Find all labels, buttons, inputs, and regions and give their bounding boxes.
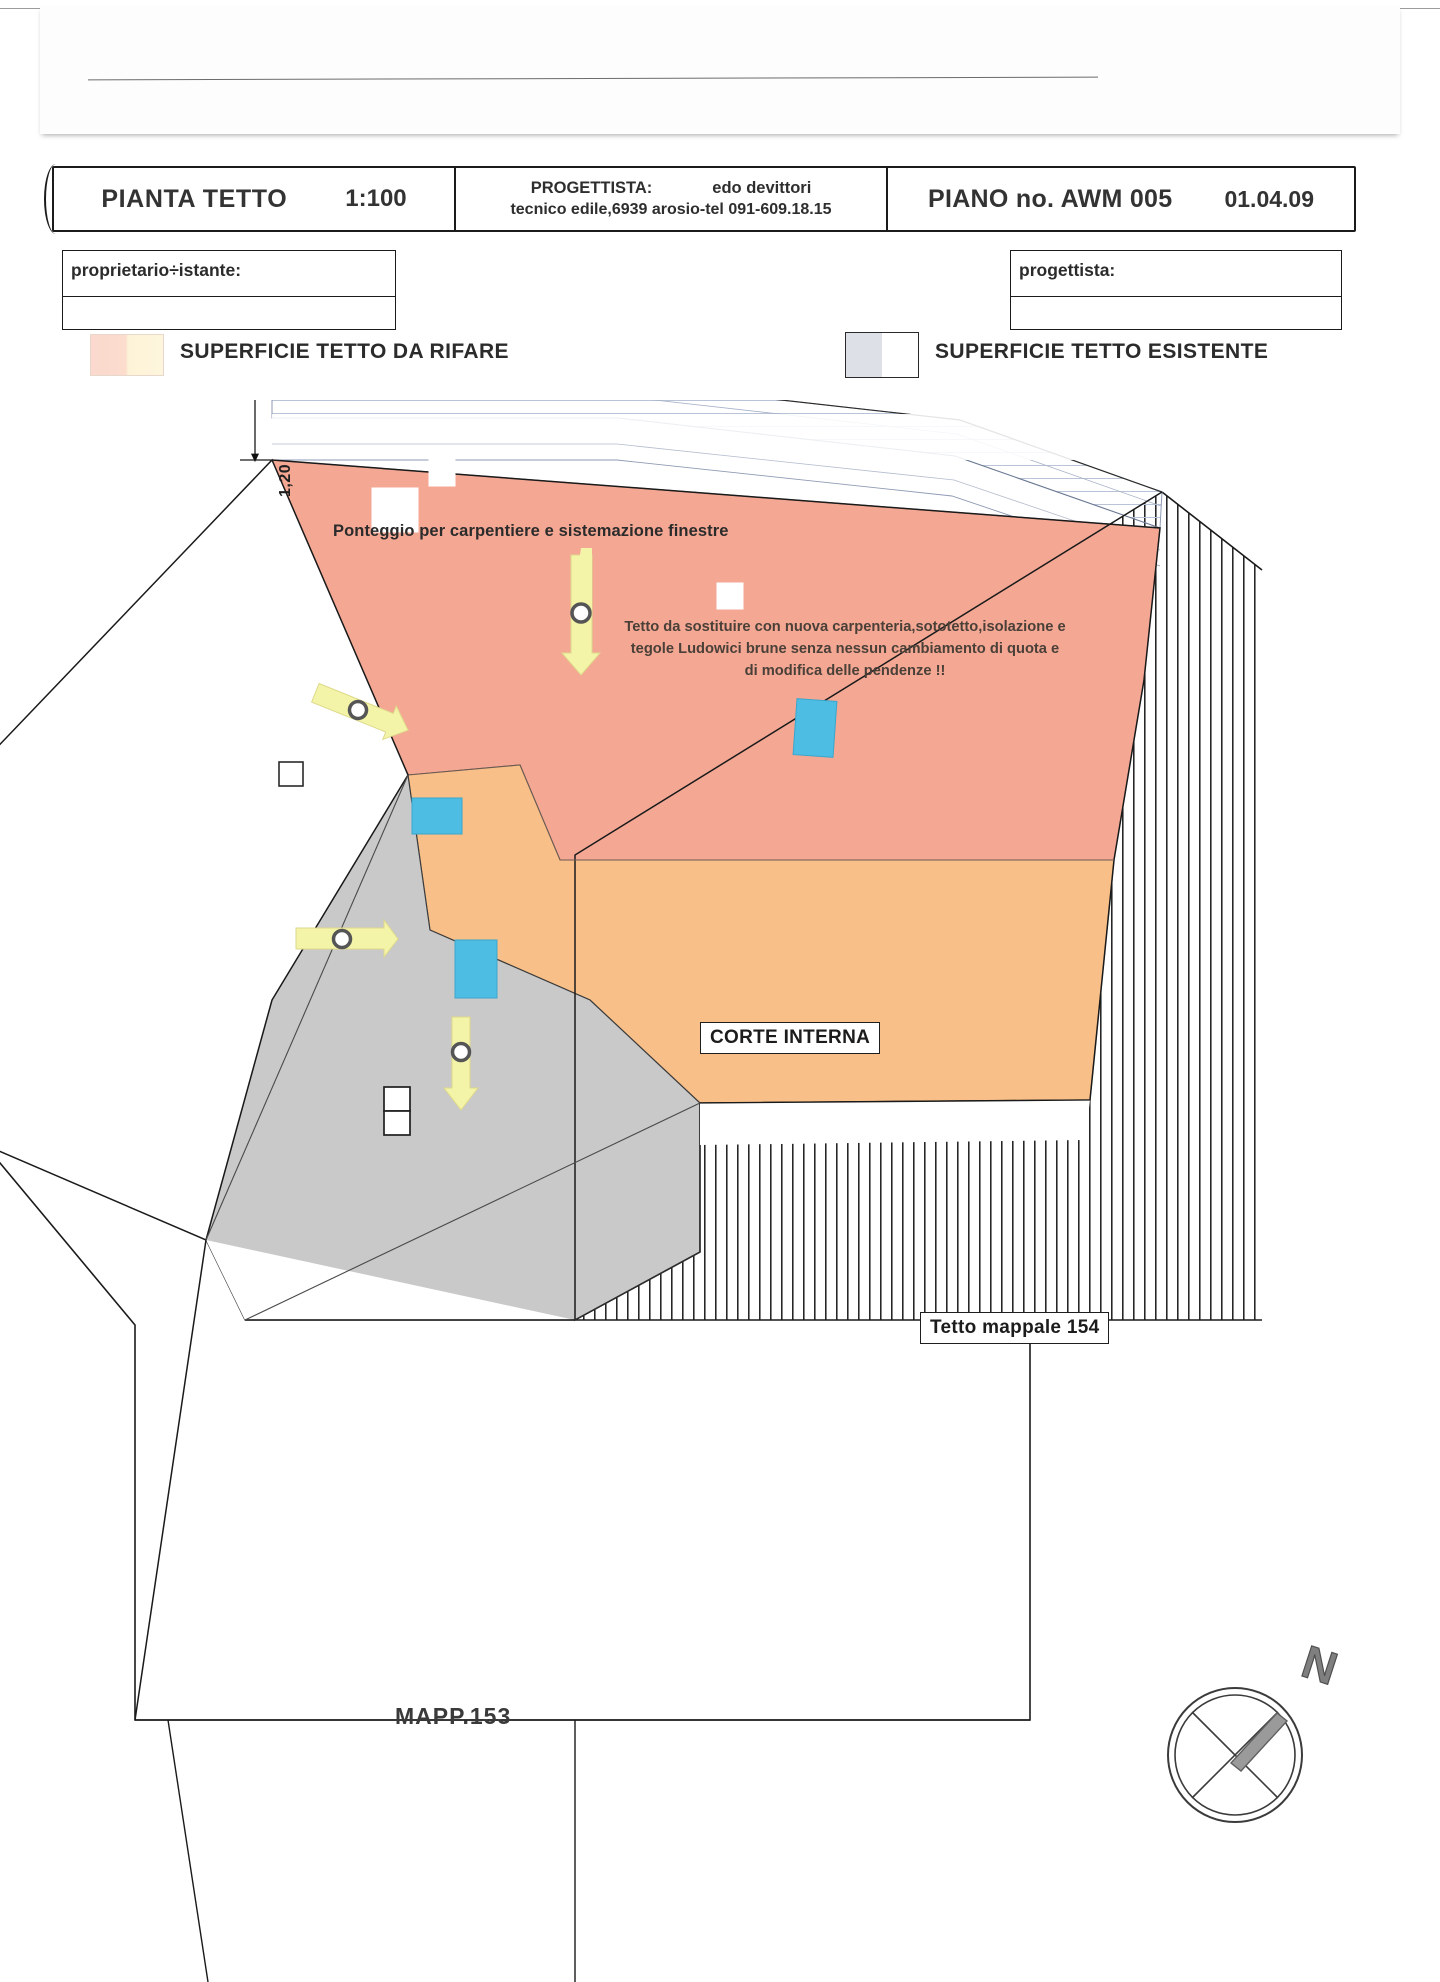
velux-skylight-group <box>411 698 838 999</box>
label-neighbour-roof: Tetto mappale 154 <box>920 1312 1110 1344</box>
designer-details: tecnico edile,6939 arosio-tel 091-609.18… <box>510 201 832 218</box>
dimension-label-1-20: 1,20 <box>277 463 294 497</box>
title-block-left: PIANTA TETTO 1:100 <box>54 168 456 230</box>
legend-swatch-roof-to-redo <box>90 334 164 376</box>
skylight-window-outline <box>383 1086 411 1112</box>
skylight-group-white <box>278 459 744 1136</box>
roof-note-line-3: di modifica delle pendenze !! <box>744 663 946 680</box>
velux-skylight <box>792 698 838 758</box>
designer-row: PROGETTISTA: edo devittori <box>531 179 812 198</box>
skylight-window-outline <box>383 1110 411 1136</box>
roof-outline <box>0 458 1163 1721</box>
plan-number: PIANO no. AWM 005 <box>927 184 1173 213</box>
compass-rose: N <box>1167 1634 1344 1823</box>
designer-label: PROGETTISTA: <box>530 179 653 197</box>
owner-signature-line <box>62 296 396 330</box>
roof-note-line-2: tegole Ludowici brune senza nessun cambi… <box>630 641 1060 658</box>
courtyard-edge <box>699 1099 1091 1104</box>
roof-note-line-1: Tetto da sostituire con nuova carpenteri… <box>624 619 1066 635</box>
label-courtyard: CORTE INTERNA <box>700 1022 881 1054</box>
parcel-boundaries <box>135 1719 1030 1982</box>
drawing-date: 01.04.09 <box>1224 185 1314 212</box>
compass-north-needle <box>1229 1712 1289 1772</box>
scaffolding-note: Ponteggio per carpentiere e sistemazione… <box>333 522 729 540</box>
legend-swatch-roof-existing <box>845 332 919 378</box>
slope-arrow <box>310 682 409 741</box>
label-parcel-153: MAPP.153 <box>395 1703 512 1729</box>
drawing-title: PIANTA TETTO <box>101 184 288 213</box>
slope-arrow-group <box>295 548 602 1111</box>
owner-label: proprietario÷istante: <box>71 260 242 280</box>
skylight-window <box>716 582 744 610</box>
slope-arrow <box>442 1016 480 1111</box>
title-block-right: PIANO no. AWM 005 01.04.09 <box>888 168 1354 230</box>
designer-name: edo devittori <box>712 179 812 197</box>
skylight-window-outline <box>278 761 304 787</box>
legend-label-roof-existing: SUPERFICIE TETTO ESISTENTE <box>935 340 1269 363</box>
scan-paper-overlap <box>40 6 1400 134</box>
title-block-designer: PROGETTISTA: edo devittori tecnico edile… <box>456 168 888 230</box>
roof-plan-drawing: N <box>0 400 1344 1982</box>
legend-label-roof-to-redo: SUPERFICIE TETTO DA RIFARE <box>180 340 509 363</box>
designer-signature-line <box>1010 296 1342 330</box>
slope-arrow <box>295 918 399 959</box>
title-block: PIANTA TETTO 1:100 PROGETTISTA: edo devi… <box>44 164 1356 234</box>
roof-plane-white-lower <box>206 1240 575 1320</box>
velux-skylight <box>411 797 463 835</box>
dimension-1-20 <box>240 400 271 463</box>
courtyard-area <box>700 1100 1090 1145</box>
skylight-window <box>371 487 419 533</box>
owner-signature-box: proprietario÷istante: <box>62 250 396 298</box>
drawing-scale: 1:100 <box>345 185 407 212</box>
compass-north-letter: N <box>1296 1635 1344 1695</box>
velux-skylight <box>454 939 498 999</box>
slope-arrow <box>560 548 602 676</box>
designer-signature-box: progettista: <box>1010 250 1342 298</box>
skylight-window <box>428 459 456 487</box>
roof-replacement-note: Tetto da sostituire con nuova carpenteri… <box>575 616 1115 682</box>
designer-label: progettista: <box>1019 260 1116 280</box>
